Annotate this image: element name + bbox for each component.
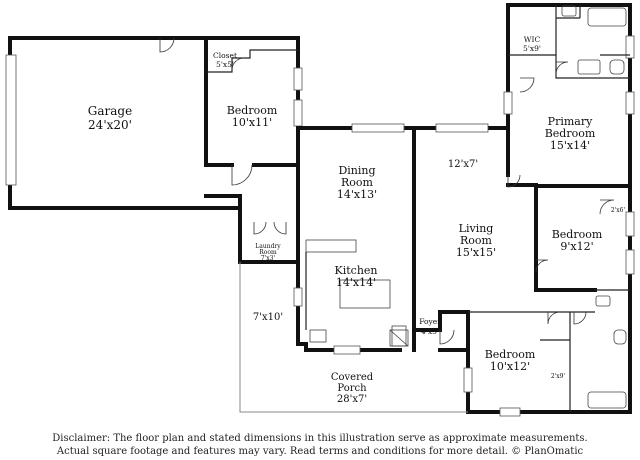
disclaimer-line-2: Actual square footage and features may v… bbox=[56, 446, 584, 457]
laundry-dim: 7'x3' bbox=[261, 255, 276, 262]
bedroom-nw-dim: 10'x11' bbox=[232, 116, 272, 129]
primary-bathtub bbox=[587, 7, 627, 27]
closet-e-door-swing bbox=[599, 199, 615, 215]
bedroom-nw-label: Bedroom bbox=[227, 104, 278, 117]
dining-dim: 14'x13' bbox=[337, 188, 377, 201]
central-walls bbox=[296, 3, 632, 414]
bedroom-nw-window-2 bbox=[293, 99, 303, 127]
foyer-label: Foyer bbox=[419, 317, 441, 326]
foyer-step bbox=[389, 329, 409, 347]
primary-window-3 bbox=[625, 91, 635, 115]
garage-door bbox=[5, 54, 17, 186]
hall-area-dim: 12'x7' bbox=[448, 159, 478, 170]
bedroom-s-door-swing bbox=[547, 311, 561, 325]
covered-porch-outline bbox=[239, 262, 468, 413]
bedroom-e-window-2 bbox=[625, 249, 635, 275]
bath-s-tub bbox=[587, 391, 627, 409]
kitchen-window bbox=[333, 345, 361, 355]
foyer-door-swing bbox=[439, 329, 455, 345]
garage-entry-door-swing bbox=[159, 37, 175, 53]
bedroom-s-window-2 bbox=[499, 407, 521, 417]
foyer-step-diag bbox=[389, 329, 409, 347]
laundry-door-swing-left bbox=[253, 221, 267, 235]
wic-door-swing bbox=[555, 61, 569, 75]
bedroom-nw-window bbox=[293, 67, 303, 91]
laundry-window bbox=[293, 287, 303, 307]
bedroom-e-dim: 9'x12' bbox=[560, 240, 593, 253]
laundry-door-swing-right bbox=[273, 221, 287, 235]
primary-vanity bbox=[577, 59, 601, 75]
porch-label-2: Porch bbox=[337, 383, 367, 394]
porch-label-1: Covered bbox=[331, 372, 374, 383]
wic-dim: 5'x9' bbox=[523, 44, 541, 53]
wic-label: WIC bbox=[524, 35, 541, 44]
bedroom-s-dim: 10'x12' bbox=[490, 360, 530, 373]
wic-bath-walls bbox=[508, 5, 630, 79]
primary-window bbox=[503, 91, 513, 115]
dining-label-1: Dining bbox=[338, 164, 375, 177]
bedroom-e-label: Bedroom bbox=[552, 228, 603, 241]
bedroom-e-window bbox=[625, 211, 635, 237]
primary-dim: 15'x14' bbox=[550, 139, 590, 152]
living-dim: 15'x15' bbox=[456, 246, 496, 259]
bedroom-s-window bbox=[463, 367, 473, 393]
dining-label-2: Room bbox=[341, 176, 374, 189]
bath-s-door-swing bbox=[573, 311, 587, 325]
kitchen-dim: 14'x14' bbox=[336, 276, 376, 289]
kitchen-sink bbox=[309, 329, 327, 343]
primary-door-swing bbox=[507, 174, 521, 188]
kitchen-label: Kitchen bbox=[335, 264, 378, 277]
closet-label: Closet bbox=[213, 51, 237, 60]
primary-label-1: Primary bbox=[548, 115, 593, 128]
living-label-1: Living bbox=[459, 222, 494, 235]
kitchen-range bbox=[391, 325, 407, 347]
bath-s-sink bbox=[595, 295, 611, 307]
living-window bbox=[435, 123, 489, 133]
primary-window-2 bbox=[625, 35, 635, 59]
primary-bath-door-swing bbox=[519, 77, 535, 93]
bedroom-e-door-swing bbox=[535, 259, 549, 273]
patio-dim: 7'x10' bbox=[253, 312, 283, 323]
bath-s-toilet bbox=[613, 329, 627, 345]
laundry-label-2: Room bbox=[259, 249, 277, 256]
living-label-2: Room bbox=[460, 234, 493, 247]
kitchen-island bbox=[339, 279, 391, 309]
closet-e-dim: 2'x6' bbox=[611, 207, 626, 214]
porch-dim: 28'x7' bbox=[337, 394, 367, 405]
garage-label: Garage bbox=[88, 104, 132, 118]
primary-sink bbox=[561, 5, 577, 17]
kitchen-counter bbox=[305, 239, 357, 253]
primary-toilet bbox=[609, 59, 625, 75]
bedroom-s-label: Bedroom bbox=[485, 348, 536, 361]
closet-s-dim: 2'x9' bbox=[551, 373, 566, 380]
garage-dim: 24'x20' bbox=[88, 118, 132, 132]
closet-dim: 5'x5' bbox=[216, 60, 234, 69]
primary-label-2: Bedroom bbox=[545, 127, 596, 140]
dining-window bbox=[351, 123, 405, 133]
closet-door-swing bbox=[231, 57, 245, 71]
disclaimer-line-1: Disclaimer: The floor plan and stated di… bbox=[52, 433, 588, 444]
laundry-label-1: Laundry bbox=[255, 243, 281, 250]
bedroom-nw-door-swing bbox=[231, 164, 253, 186]
foyer-dim: 4'x5' bbox=[421, 327, 439, 336]
